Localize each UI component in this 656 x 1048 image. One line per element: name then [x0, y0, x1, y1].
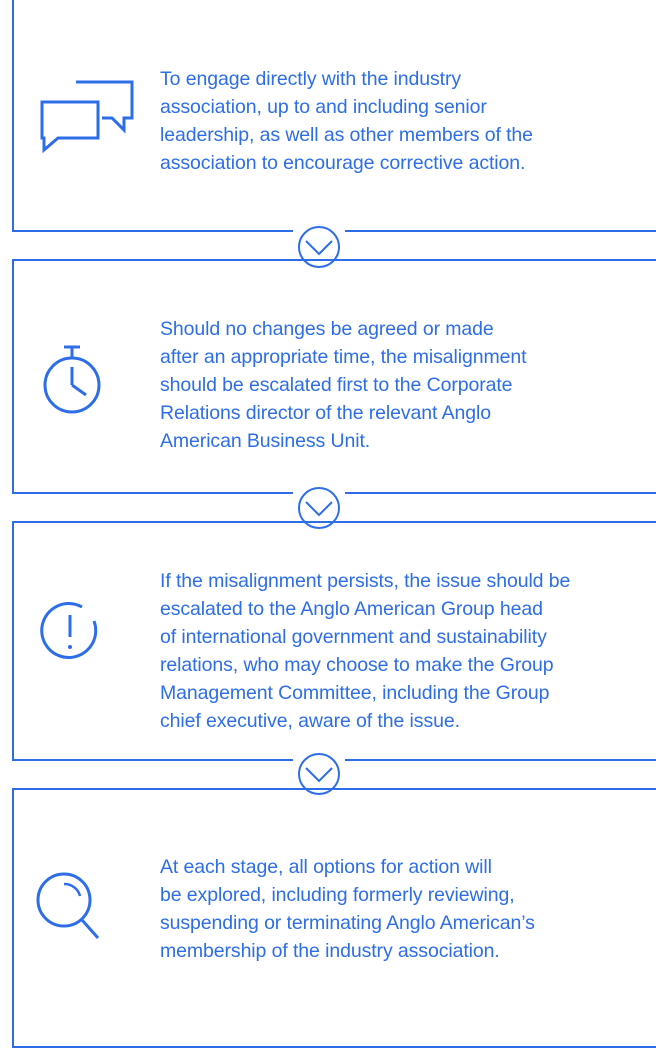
step-panel-escalate-group: If the misalignment persists, the issue … [12, 521, 656, 761]
magnifier-icon [32, 866, 106, 951]
exclamation-circle-icon [38, 599, 102, 668]
stopwatch-icon [40, 343, 104, 420]
step-panel-escalate-bu: Should no changes be agreed or made afte… [12, 259, 656, 494]
step-text: To engage directly with the industry ass… [160, 68, 533, 174]
step-panel-engage: To engage directly with the industry ass… [12, 0, 656, 232]
chevron-down-circle-icon [293, 225, 345, 269]
step-text: If the misalignment persists, the issue … [160, 570, 571, 732]
step-text: At each stage, all options for action wi… [160, 856, 535, 962]
speech-bubbles-icon [36, 78, 136, 159]
step-text: Should no changes be agreed or made afte… [160, 318, 527, 452]
step-panel-explore-options: At each stage, all options for action wi… [12, 788, 656, 1048]
